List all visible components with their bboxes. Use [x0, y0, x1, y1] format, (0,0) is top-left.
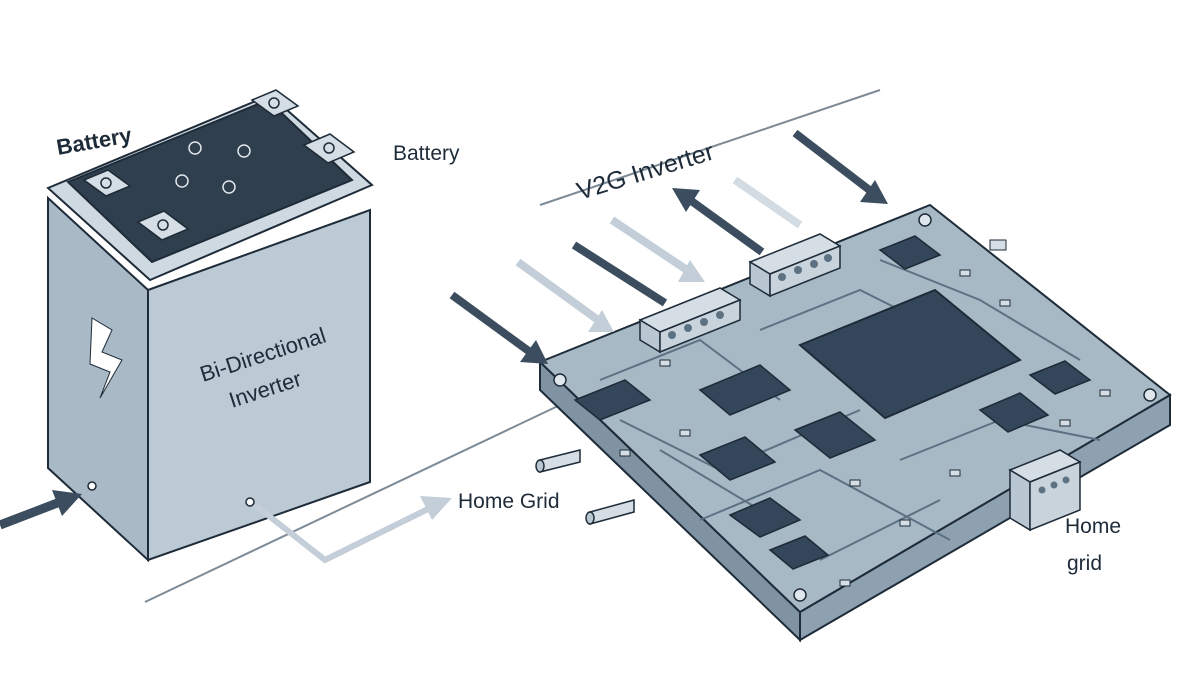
chip-8 [878, 235, 942, 270]
arrow-into-battery [0, 490, 82, 530]
chip-1 [573, 379, 652, 421]
chip-7 [1028, 360, 1092, 395]
guide-line-bottom [144, 404, 561, 603]
arrow-into-board-light-3 [732, 176, 803, 229]
battery-vent-2 [237, 144, 251, 158]
battery-terminal-1 [250, 89, 300, 117]
arrow-into-board-left [449, 291, 548, 364]
lightning-bolt-icon [89, 317, 123, 399]
chip-5 [728, 497, 802, 538]
mount-hole-2 [918, 213, 932, 227]
mount-hole-4 [793, 588, 807, 602]
battery-vent-1 [188, 141, 202, 155]
guide-line-top [539, 89, 881, 206]
board-top [538, 203, 1172, 614]
board-components [619, 239, 1111, 587]
arrow-into-board-light-1 [515, 258, 614, 332]
arrow-into-board-top [792, 129, 888, 204]
battery-terminal-2 [302, 133, 356, 164]
connector-pin-2 [585, 499, 635, 525]
arrows [0, 129, 888, 564]
arrow-into-board-light-2 [609, 216, 705, 282]
v2g-inverter-board [535, 203, 1172, 643]
battery-terminal-4 [136, 210, 190, 241]
arrow-to-terminal-1 [571, 241, 668, 307]
label-home-grid-center: Home Grid [458, 490, 560, 513]
label-battery-top-left: Battery [55, 122, 135, 160]
mount-hole-1 [553, 373, 567, 387]
battery-front [147, 208, 371, 562]
chip-6 [978, 392, 1050, 433]
chip-4 [698, 436, 777, 481]
terminal-block-3 [1008, 449, 1082, 532]
arrow-out-of-board [672, 188, 765, 256]
terminal-block-2 [748, 233, 842, 298]
battery-port-front [245, 497, 255, 507]
label-home-grid-right-line2: grid [1067, 552, 1102, 575]
label-home-grid-right-line1: Home [1065, 515, 1121, 538]
battery [46, 89, 374, 563]
label-battery-top-right: Battery [393, 142, 460, 165]
battery-port-left [87, 481, 97, 491]
connector-pin-1 [535, 449, 581, 473]
chip-3 [793, 411, 877, 459]
main-chip [798, 288, 1022, 420]
terminal-block-1 [638, 287, 742, 354]
chip-2 [698, 364, 792, 416]
battery-terminal-3 [82, 169, 132, 197]
chip-9 [768, 535, 830, 570]
battery-vent-4 [222, 180, 236, 194]
mount-hole-3 [1143, 388, 1157, 402]
arrow-to-home-grid [253, 496, 452, 564]
battery-vent-3 [175, 174, 189, 188]
